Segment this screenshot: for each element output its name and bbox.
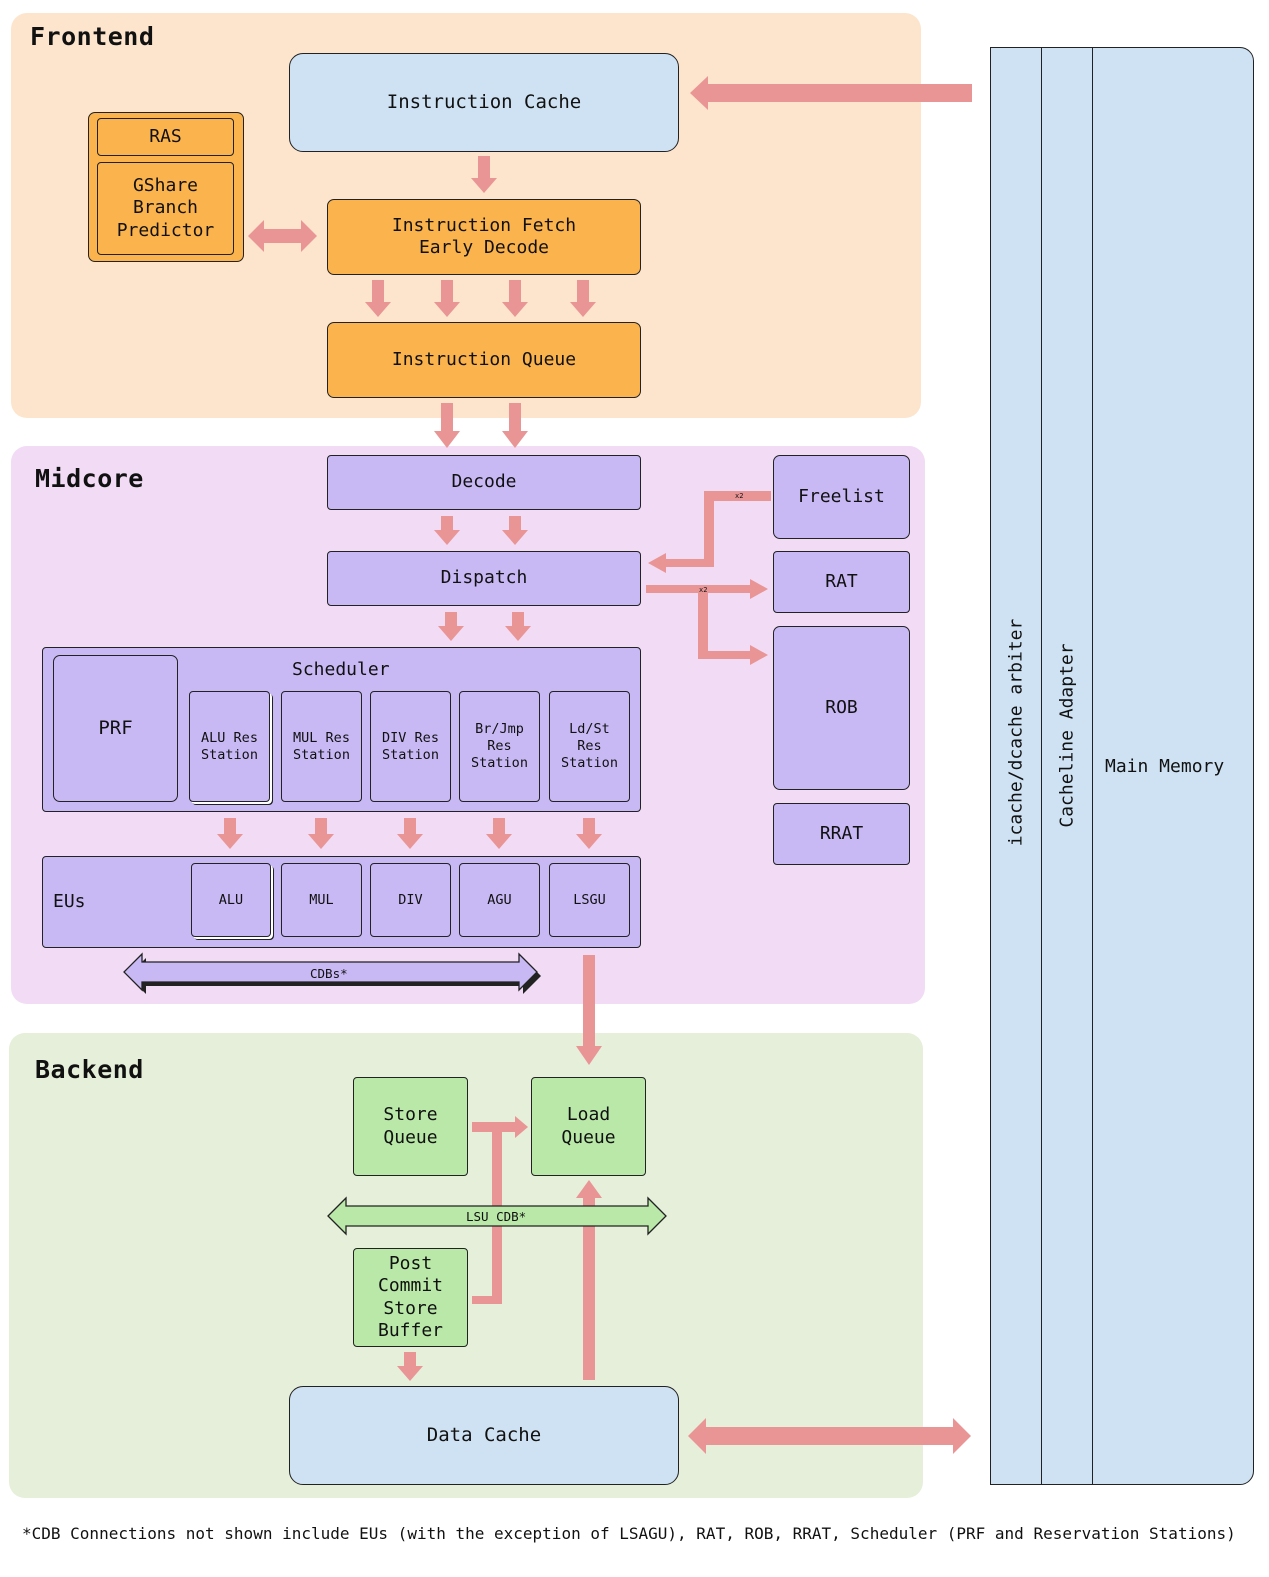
lsu-cdb-bus [327, 1196, 667, 1236]
arrow-fetch-iq-2 [434, 280, 460, 317]
arrow-station-eu-1 [217, 818, 243, 849]
arrow-fetch-iq-1 [365, 280, 391, 317]
br-jmp-res-station[interactable]: Br/Jmp Res Station [459, 691, 540, 802]
rob[interactable]: ROB [773, 626, 910, 790]
dispatch[interactable]: Dispatch [327, 551, 641, 606]
mul-eu[interactable]: MUL [281, 863, 362, 937]
instruction-queue[interactable]: Instruction Queue [327, 322, 641, 398]
arrow-mem-to-icache [690, 76, 972, 110]
arrow-fetch-iq-3 [502, 280, 528, 317]
arrow-decode-dispatch-2 [502, 516, 528, 545]
arrow-station-eu-3 [397, 818, 423, 849]
alu-eu[interactable]: ALU [191, 863, 271, 937]
cacheline-adapter: Cacheline Adapter [1056, 642, 1078, 828]
decode[interactable]: Decode [327, 455, 641, 510]
ras[interactable]: RAS [97, 118, 234, 156]
post-commit-store-buffer[interactable]: Post Commit Store Buffer [353, 1248, 468, 1347]
prf[interactable]: PRF [53, 655, 178, 802]
arbiter-label-wrap: icache/dcache arbiter [990, 47, 1042, 1485]
arrow-station-eu-4 [486, 818, 512, 849]
cdbs-label: CDBs* [310, 966, 348, 981]
rat[interactable]: RAT [773, 551, 910, 613]
arrow-iq-decode-2 [502, 403, 528, 448]
gshare-branch-predictor[interactable]: GShare Branch Predictor [97, 162, 234, 255]
instruction-fetch[interactable]: Instruction Fetch Early Decode [327, 199, 641, 275]
backend-title: Backend [35, 1055, 144, 1084]
arrow-dcache-loadq [576, 1180, 602, 1380]
load-queue[interactable]: Load Queue [531, 1077, 646, 1176]
alu-res-station[interactable]: ALU Res Station [189, 691, 270, 802]
midcore-title: Midcore [35, 464, 144, 493]
main-memory[interactable]: Main Memory [1105, 756, 1225, 777]
div-res-station[interactable]: DIV Res Station [370, 691, 451, 802]
arrow-dcache-mem [688, 1418, 971, 1454]
arrow-dispatch-sched-2 [505, 612, 531, 641]
footnote: *CDB Connections not shown include EUs (… [22, 1524, 1236, 1543]
instruction-cache[interactable]: Instruction Cache [289, 53, 679, 152]
adapter-column[interactable] [1041, 47, 1093, 1485]
freelist-multiplier: x2 [735, 492, 744, 500]
arrow-fetch-iq-4 [570, 280, 596, 317]
adapter-label-wrap: Cacheline Adapter [1041, 47, 1093, 1485]
freelist[interactable]: Freelist [773, 455, 910, 539]
arrow-dispatch-rat [646, 579, 768, 665]
data-cache[interactable]: Data Cache [289, 1386, 679, 1485]
scheduler-label: Scheduler [292, 659, 390, 680]
arrow-iq-decode-1 [434, 403, 460, 448]
store-queue[interactable]: Store Queue [353, 1077, 468, 1176]
eus-label: EUs [53, 891, 86, 912]
arrow-icache-to-fetch [471, 156, 497, 193]
agu-eu[interactable]: AGU [459, 863, 540, 937]
icache-dcache-arbiter: icache/dcache arbiter [1005, 618, 1027, 846]
arrow-decode-dispatch-1 [434, 516, 460, 545]
arrow-lsgu-loadq [576, 955, 602, 1065]
arrow-pcsb-dcache [397, 1352, 423, 1381]
lsu-cdb-label: LSU CDB* [466, 1209, 527, 1224]
arrow-freelist-dispatch [648, 491, 771, 573]
arrow-bp-fetch [248, 220, 317, 252]
rat-multiplier: x2 [699, 586, 708, 594]
div-eu[interactable]: DIV [370, 863, 451, 937]
arrow-station-eu-5 [576, 818, 602, 849]
lsgu-eu[interactable]: LSGU [549, 863, 630, 937]
arrow-station-eu-2 [308, 818, 334, 849]
arrow-dispatch-sched-1 [438, 612, 464, 641]
frontend-title: Frontend [30, 22, 155, 51]
mul-res-station[interactable]: MUL Res Station [281, 691, 362, 802]
rrat[interactable]: RRAT [773, 803, 910, 865]
ld-st-res-station[interactable]: Ld/St Res Station [549, 691, 630, 802]
cdbs-bus [123, 952, 541, 994]
